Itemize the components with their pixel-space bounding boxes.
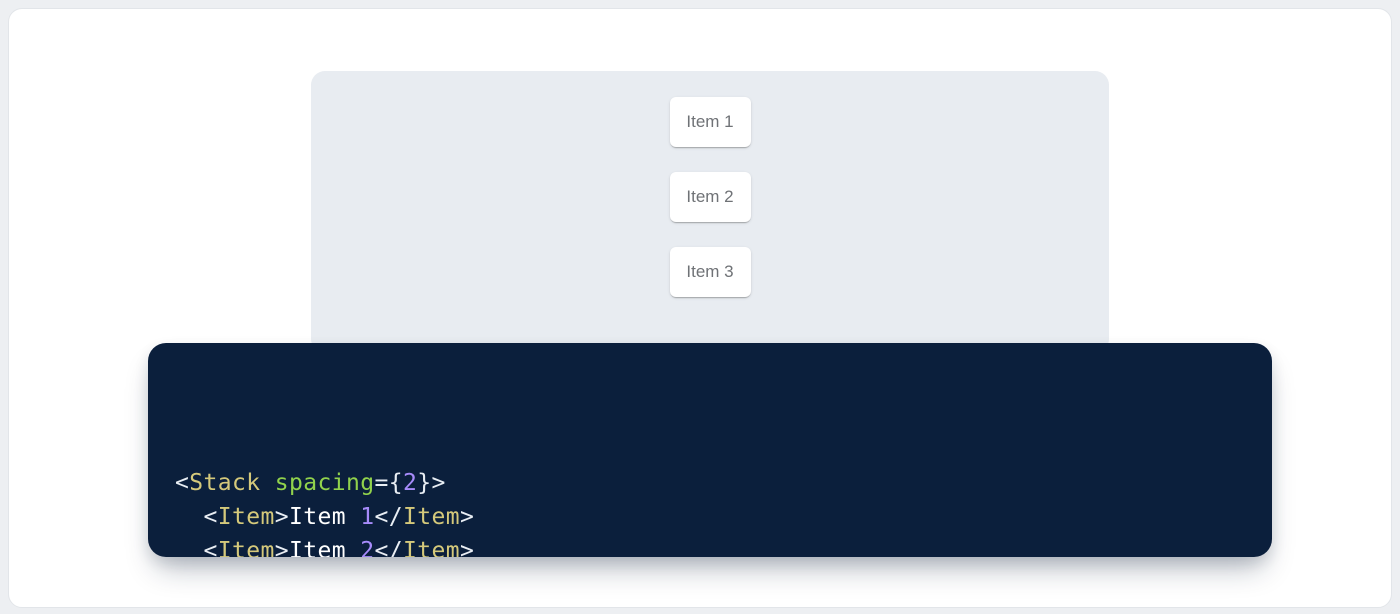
code-block: <Stack spacing={2}> <Item>Item 1</Item> … <box>148 343 1272 557</box>
code-token-pun: < <box>175 470 190 496</box>
code-token-pun: < <box>203 538 218 557</box>
code-line: <Stack spacing={2}> <box>175 466 1242 500</box>
code-token-txt: Item <box>289 538 361 557</box>
stack-demo: Item 1 Item 2 Item 3 <box>311 71 1109 297</box>
stack-item-card: Item 3 <box>669 247 751 297</box>
code-token-pun: < <box>203 504 218 530</box>
code-token-txt <box>261 470 275 496</box>
code-token-txt <box>175 538 204 557</box>
code-token-tag: Item <box>403 538 460 557</box>
code-token-tag: Item <box>403 504 460 530</box>
code-token-pun: ={ <box>374 470 403 496</box>
stack-item-card: Item 2 <box>669 172 751 222</box>
code-token-num: 2 <box>360 538 375 557</box>
code-token-pun: }> <box>417 470 446 496</box>
code-token-pun: > <box>274 538 289 557</box>
code-token-pun: </ <box>374 504 403 530</box>
code-token-pun: > <box>460 504 475 530</box>
code-line: <Item>Item 2</Item> <box>175 534 1242 557</box>
code-token-pun: > <box>460 538 475 557</box>
code-token-txt: Item <box>289 504 361 530</box>
code-token-attr: spacing <box>274 470 375 496</box>
code-token-tag: Stack <box>189 470 261 496</box>
code-token-pun: > <box>274 504 289 530</box>
code-token-pun: </ <box>374 538 403 557</box>
code-token-num: 1 <box>360 504 375 530</box>
code-token-tag: Item <box>217 538 275 557</box>
code-line: <Item>Item 1</Item> <box>175 500 1242 534</box>
code-token-num: 2 <box>402 470 418 496</box>
code-token-txt <box>175 504 204 530</box>
stack-item-card: Item 1 <box>669 97 751 147</box>
code-token-tag: Item <box>217 504 275 530</box>
demo-panel: Item 1 Item 2 Item 3 <box>311 71 1109 353</box>
code-content: <Stack spacing={2}> <Item>Item 1</Item> … <box>175 364 1242 557</box>
